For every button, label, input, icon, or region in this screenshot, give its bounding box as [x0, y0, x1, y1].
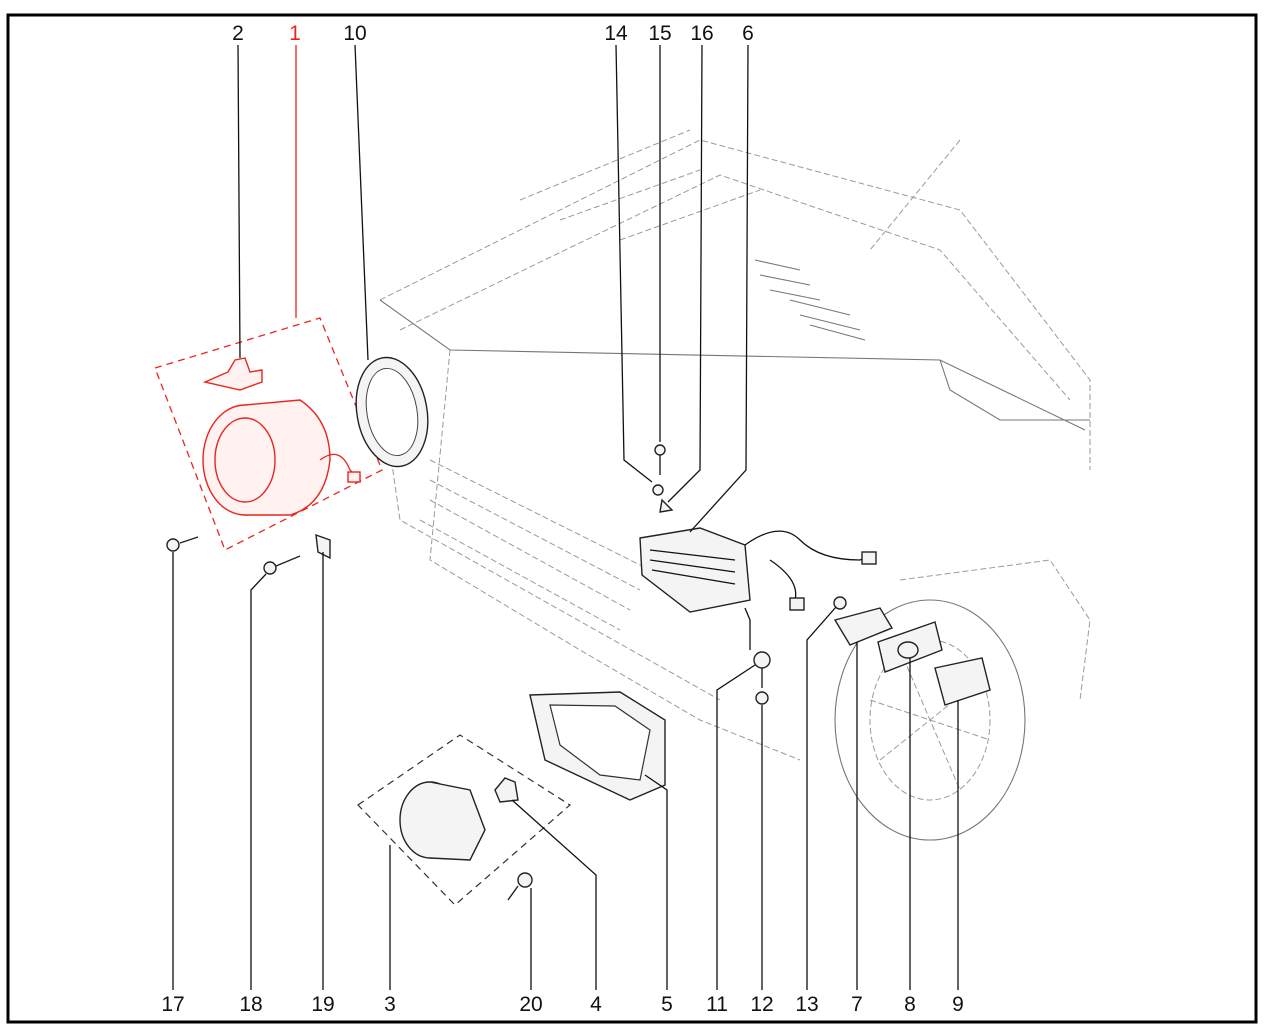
callout-8: 8 [904, 993, 916, 1016]
callout-18: 18 [239, 993, 262, 1016]
callout-16: 16 [690, 22, 713, 45]
callout-15: 15 [648, 22, 671, 45]
leader-lines [172, 44, 959, 990]
parts-7-8-9-marker-lamp [833, 607, 991, 706]
callout-9: 9 [952, 993, 964, 1016]
callout-14: 14 [604, 22, 628, 45]
callout-19: 19 [311, 993, 334, 1016]
small-fasteners [166, 444, 847, 901]
callout-3: 3 [384, 993, 396, 1016]
diagram-frame [6, 13, 1258, 1024]
part-3-fog-lamp-assembly [357, 734, 572, 906]
vehicle-body-outline [379, 129, 1091, 841]
callout-labels-top: 2 1 10 14 15 16 6 [232, 22, 754, 45]
hood-vent [754, 259, 866, 341]
callout-10: 10 [343, 22, 366, 45]
callout-13: 13 [795, 993, 818, 1016]
callout-5: 5 [661, 993, 673, 1016]
part-5-fog-lamp-housing [529, 691, 666, 801]
wheel [834, 599, 1026, 841]
part-2-bulb [202, 357, 263, 391]
callout-12: 12 [750, 993, 773, 1016]
part-10-gasket-ring [355, 356, 429, 468]
part-6-side-lamp [639, 527, 877, 650]
callout-11: 11 [706, 993, 728, 1016]
part-1-headlamp-assembly [154, 317, 383, 551]
callout-labels-bottom: 17 18 19 3 20 4 5 11 12 13 7 8 9 [161, 993, 964, 1016]
callout-7: 7 [851, 993, 863, 1016]
callout-17: 17 [161, 993, 184, 1016]
callout-6: 6 [742, 22, 754, 45]
callout-4: 4 [590, 993, 602, 1016]
callout-20: 20 [519, 993, 542, 1016]
callout-2: 2 [232, 22, 244, 45]
callout-1: 1 [289, 22, 301, 45]
